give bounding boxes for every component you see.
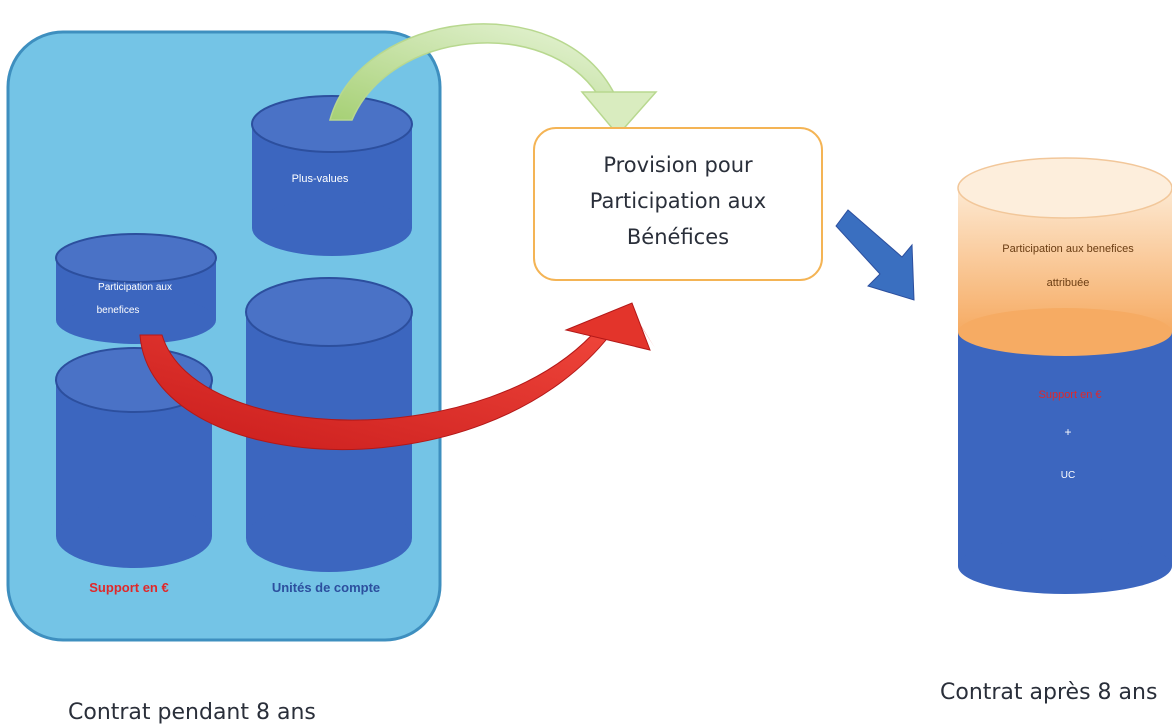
- red-curved-arrow: [139, 302, 655, 451]
- caption-right: Contrat après 8 ans: [940, 680, 1158, 705]
- right-cylinder-band: [958, 308, 1172, 356]
- left-panel: Plus-values Participation aux benefices …: [6, 30, 442, 642]
- support-euro-label: Support en €: [89, 580, 168, 595]
- provision-line1: Provision pour: [603, 153, 753, 177]
- participation-cylinder: [55, 233, 217, 344]
- caption-left: Contrat pendant 8 ans: [68, 700, 316, 725]
- blue-arrow: [835, 209, 915, 301]
- unites-compte-label: Unités de compte: [272, 580, 380, 595]
- provision-box: Provision pour Participation aux Bénéfic…: [533, 127, 823, 281]
- right-cylinder: Participation aux benefices attribuée Su…: [957, 157, 1172, 594]
- participation-label-line2: benefices: [97, 305, 140, 316]
- provision-box-frame: [533, 127, 823, 281]
- right-plus-sign: +: [1064, 425, 1071, 439]
- right-uc-label: UC: [1061, 470, 1075, 481]
- plus-values-label: Plus-values: [292, 173, 349, 185]
- green-curved-arrow: [329, 23, 658, 137]
- participation-label-line1: Participation aux: [98, 282, 172, 293]
- right-support-label: Support en €: [1039, 389, 1102, 401]
- provision-line2: Participation aux: [590, 189, 766, 213]
- provision-line3: Bénéfices: [627, 225, 729, 249]
- right-top-label-line2: attribuée: [1047, 277, 1090, 289]
- plus-values-cylinder: [251, 95, 413, 256]
- right-top-label-line1: Participation aux benefices: [1002, 243, 1134, 255]
